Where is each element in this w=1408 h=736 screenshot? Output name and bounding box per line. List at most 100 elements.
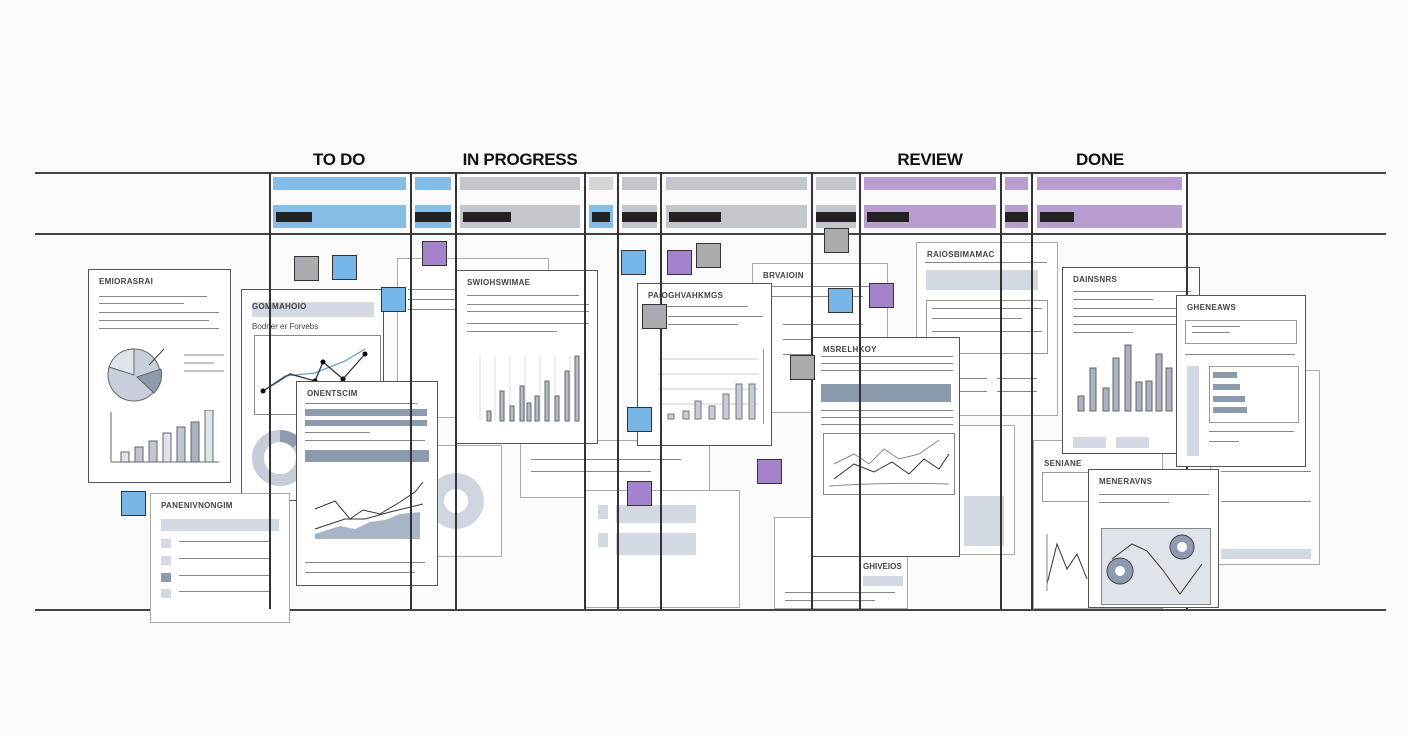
pie-chart (107, 348, 224, 402)
sticky-note-gray[interactable] (642, 304, 667, 329)
document-card-onentscim[interactable]: ONENTSCIM (296, 381, 438, 586)
header-bar (589, 177, 613, 190)
document-card-background[interactable] (585, 490, 740, 608)
header-card[interactable] (460, 205, 580, 228)
column-divider (410, 172, 412, 609)
area-chart (314, 481, 424, 539)
column-title-review: REVIEW (897, 150, 963, 169)
document-card-panenivnongim[interactable]: PANENIVNONGIM (150, 493, 290, 623)
line-chart (823, 433, 955, 495)
redacted-label (276, 212, 312, 222)
sticky-note-gray[interactable] (696, 243, 721, 268)
redacted-label (622, 212, 657, 222)
redacted-label (816, 212, 856, 222)
sticky-note-purple[interactable] (757, 459, 782, 484)
sticky-note-purple[interactable] (627, 481, 652, 506)
column-divider (859, 172, 861, 609)
column-divider (660, 172, 662, 609)
column-title-todo: TO DO (312, 150, 366, 169)
redacted-label (463, 212, 511, 222)
document-card-background[interactable] (430, 445, 502, 557)
document-card-raiosbimamac[interactable]: RAIOSBIMAMAC (916, 242, 1058, 416)
document-subtitle: Bodner er Forvebs (252, 322, 319, 331)
sticky-note-blue[interactable] (621, 250, 646, 275)
sticky-note-gray[interactable] (824, 228, 849, 253)
column-divider (1031, 172, 1033, 609)
header-card[interactable] (1005, 205, 1028, 228)
document-title: SWIOHSWIMAE (467, 278, 531, 287)
header-card[interactable] (415, 205, 451, 228)
document-card-background[interactable] (955, 425, 1015, 555)
document-card-emiorasrai[interactable]: EMIORASRAI (88, 269, 231, 483)
sticky-note-blue[interactable] (381, 287, 406, 312)
column-divider (1000, 172, 1002, 609)
bar-chart (479, 355, 580, 422)
redacted-label (415, 212, 451, 222)
document-title: RAIOSBIMAMAC (927, 250, 995, 259)
document-title: PAIOGHVAHKMGS (648, 291, 724, 300)
document-card-paioghvahkmgs[interactable]: PAIOGHVAHKMGS (637, 283, 772, 446)
sticky-note-purple[interactable] (422, 241, 447, 266)
bar-chart (1077, 344, 1185, 412)
document-title: SENIANE (1044, 459, 1082, 468)
sticky-note-purple[interactable] (869, 283, 894, 308)
header-top-divider (35, 172, 1386, 174)
header-bar (666, 177, 807, 190)
document-title: ONENTSCIM (307, 389, 358, 398)
bar-chart (658, 349, 764, 424)
column-divider (455, 172, 457, 609)
document-card-swiohswimae[interactable]: SWIOHSWIMAE (456, 270, 598, 444)
redacted-label (1005, 212, 1028, 222)
header-card[interactable] (864, 205, 996, 228)
column-title-in-progress: IN PROGRESS (462, 150, 578, 169)
header-card[interactable] (816, 205, 856, 228)
column-divider (269, 172, 271, 609)
header-bar (1037, 177, 1182, 190)
column-divider (617, 172, 619, 609)
header-card[interactable] (589, 205, 613, 228)
column-divider (584, 172, 586, 609)
document-title: EMIORASRAI (99, 277, 154, 286)
document-title: DAINSNRS (1073, 275, 1118, 284)
header-bar (273, 177, 406, 190)
header-card[interactable] (1037, 205, 1182, 228)
column-title-done: DONE (1076, 150, 1124, 169)
sticky-note-purple[interactable] (667, 250, 692, 275)
redacted-label (867, 212, 909, 222)
redacted-label (669, 212, 721, 222)
document-card-meneravns[interactable]: MENERAVNS (1088, 469, 1219, 608)
header-bar (864, 177, 996, 190)
document-title: PANENIVNONGIM (161, 501, 233, 510)
header-card[interactable] (666, 205, 807, 228)
document-card-msrelhkoy[interactable]: MSRELHKOY (812, 337, 960, 557)
header-bar (415, 177, 451, 190)
document-title: GHENEAWS (1187, 303, 1237, 312)
column-divider (811, 172, 813, 609)
document-title: MSRELHKOY (823, 345, 877, 354)
header-bar (1005, 177, 1028, 190)
sticky-note-blue[interactable] (332, 255, 357, 280)
header-bar (622, 177, 657, 190)
header-card[interactable] (273, 205, 406, 228)
header-bar (816, 177, 856, 190)
bar-chart (110, 410, 219, 463)
header-bar (460, 177, 580, 190)
sticky-note-gray[interactable] (790, 355, 815, 380)
line-chart (1046, 534, 1088, 591)
redacted-label (592, 212, 610, 222)
document-card-background[interactable] (520, 440, 710, 498)
document-title: GOMMAHOIO (252, 302, 307, 311)
sticky-note-blue[interactable] (121, 491, 146, 516)
sticky-note-gray[interactable] (294, 256, 319, 281)
infographic-chart (1101, 528, 1211, 605)
document-card-gheneaws[interactable]: GHENEAWS (1176, 295, 1306, 467)
header-bottom-divider (35, 233, 1386, 235)
board-bottom-divider (35, 609, 1386, 611)
sticky-note-blue[interactable] (627, 407, 652, 432)
document-title: MENERAVNS (1099, 477, 1153, 486)
sticky-note-blue[interactable] (828, 288, 853, 313)
redacted-label (1040, 212, 1074, 222)
document-title: GHIVEIOS (863, 562, 902, 571)
document-title: BRVAIOIN (763, 271, 804, 280)
header-card[interactable] (622, 205, 657, 228)
